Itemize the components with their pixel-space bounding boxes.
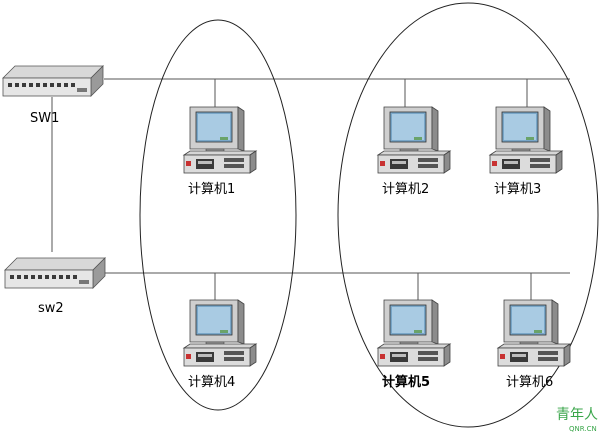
computer-label-2: 计算机2 (382, 182, 429, 197)
switch-label-sw2: sw2 (38, 301, 64, 316)
computer-4 (183, 299, 257, 367)
watermark-sub: QNR.CN (569, 425, 597, 433)
group-ellipse-right (337, 2, 599, 428)
computer-6 (497, 299, 571, 367)
computer-label-3: 计算机3 (494, 182, 541, 197)
computer-label-5: 计算机5 (382, 374, 430, 390)
switch-sw2 (4, 257, 106, 289)
switch-sw1 (2, 65, 104, 97)
switch-label-sw1: SW1 (30, 111, 59, 126)
watermark-main: 青年人 (556, 407, 598, 423)
computer-2 (377, 106, 451, 174)
group-ellipse-left (139, 19, 297, 411)
cables (51, 78, 570, 300)
computer-label-4: 计算机4 (188, 375, 235, 390)
computer-3 (489, 106, 563, 174)
computer-label-6: 计算机6 (506, 375, 553, 390)
computer-label-1: 计算机1 (188, 182, 235, 197)
computer-5 (377, 299, 451, 367)
computer-1 (183, 106, 257, 174)
